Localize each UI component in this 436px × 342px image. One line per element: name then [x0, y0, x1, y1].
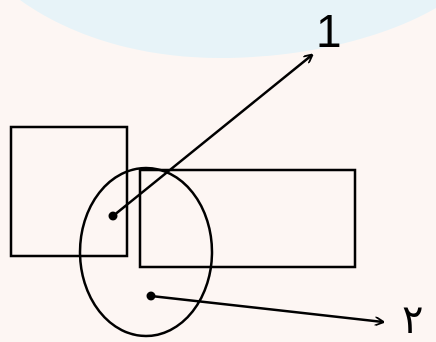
left-square [9, 125, 129, 258]
label-2: ٢ [402, 298, 424, 342]
arrow-to-label-1 [112, 55, 312, 217]
background-top-arc [20, 0, 436, 58]
label-1: 1 [316, 5, 342, 57]
arrow-to-label-2 [150, 294, 383, 322]
right-rectangle [138, 168, 357, 269]
ellipse [78, 166, 214, 338]
